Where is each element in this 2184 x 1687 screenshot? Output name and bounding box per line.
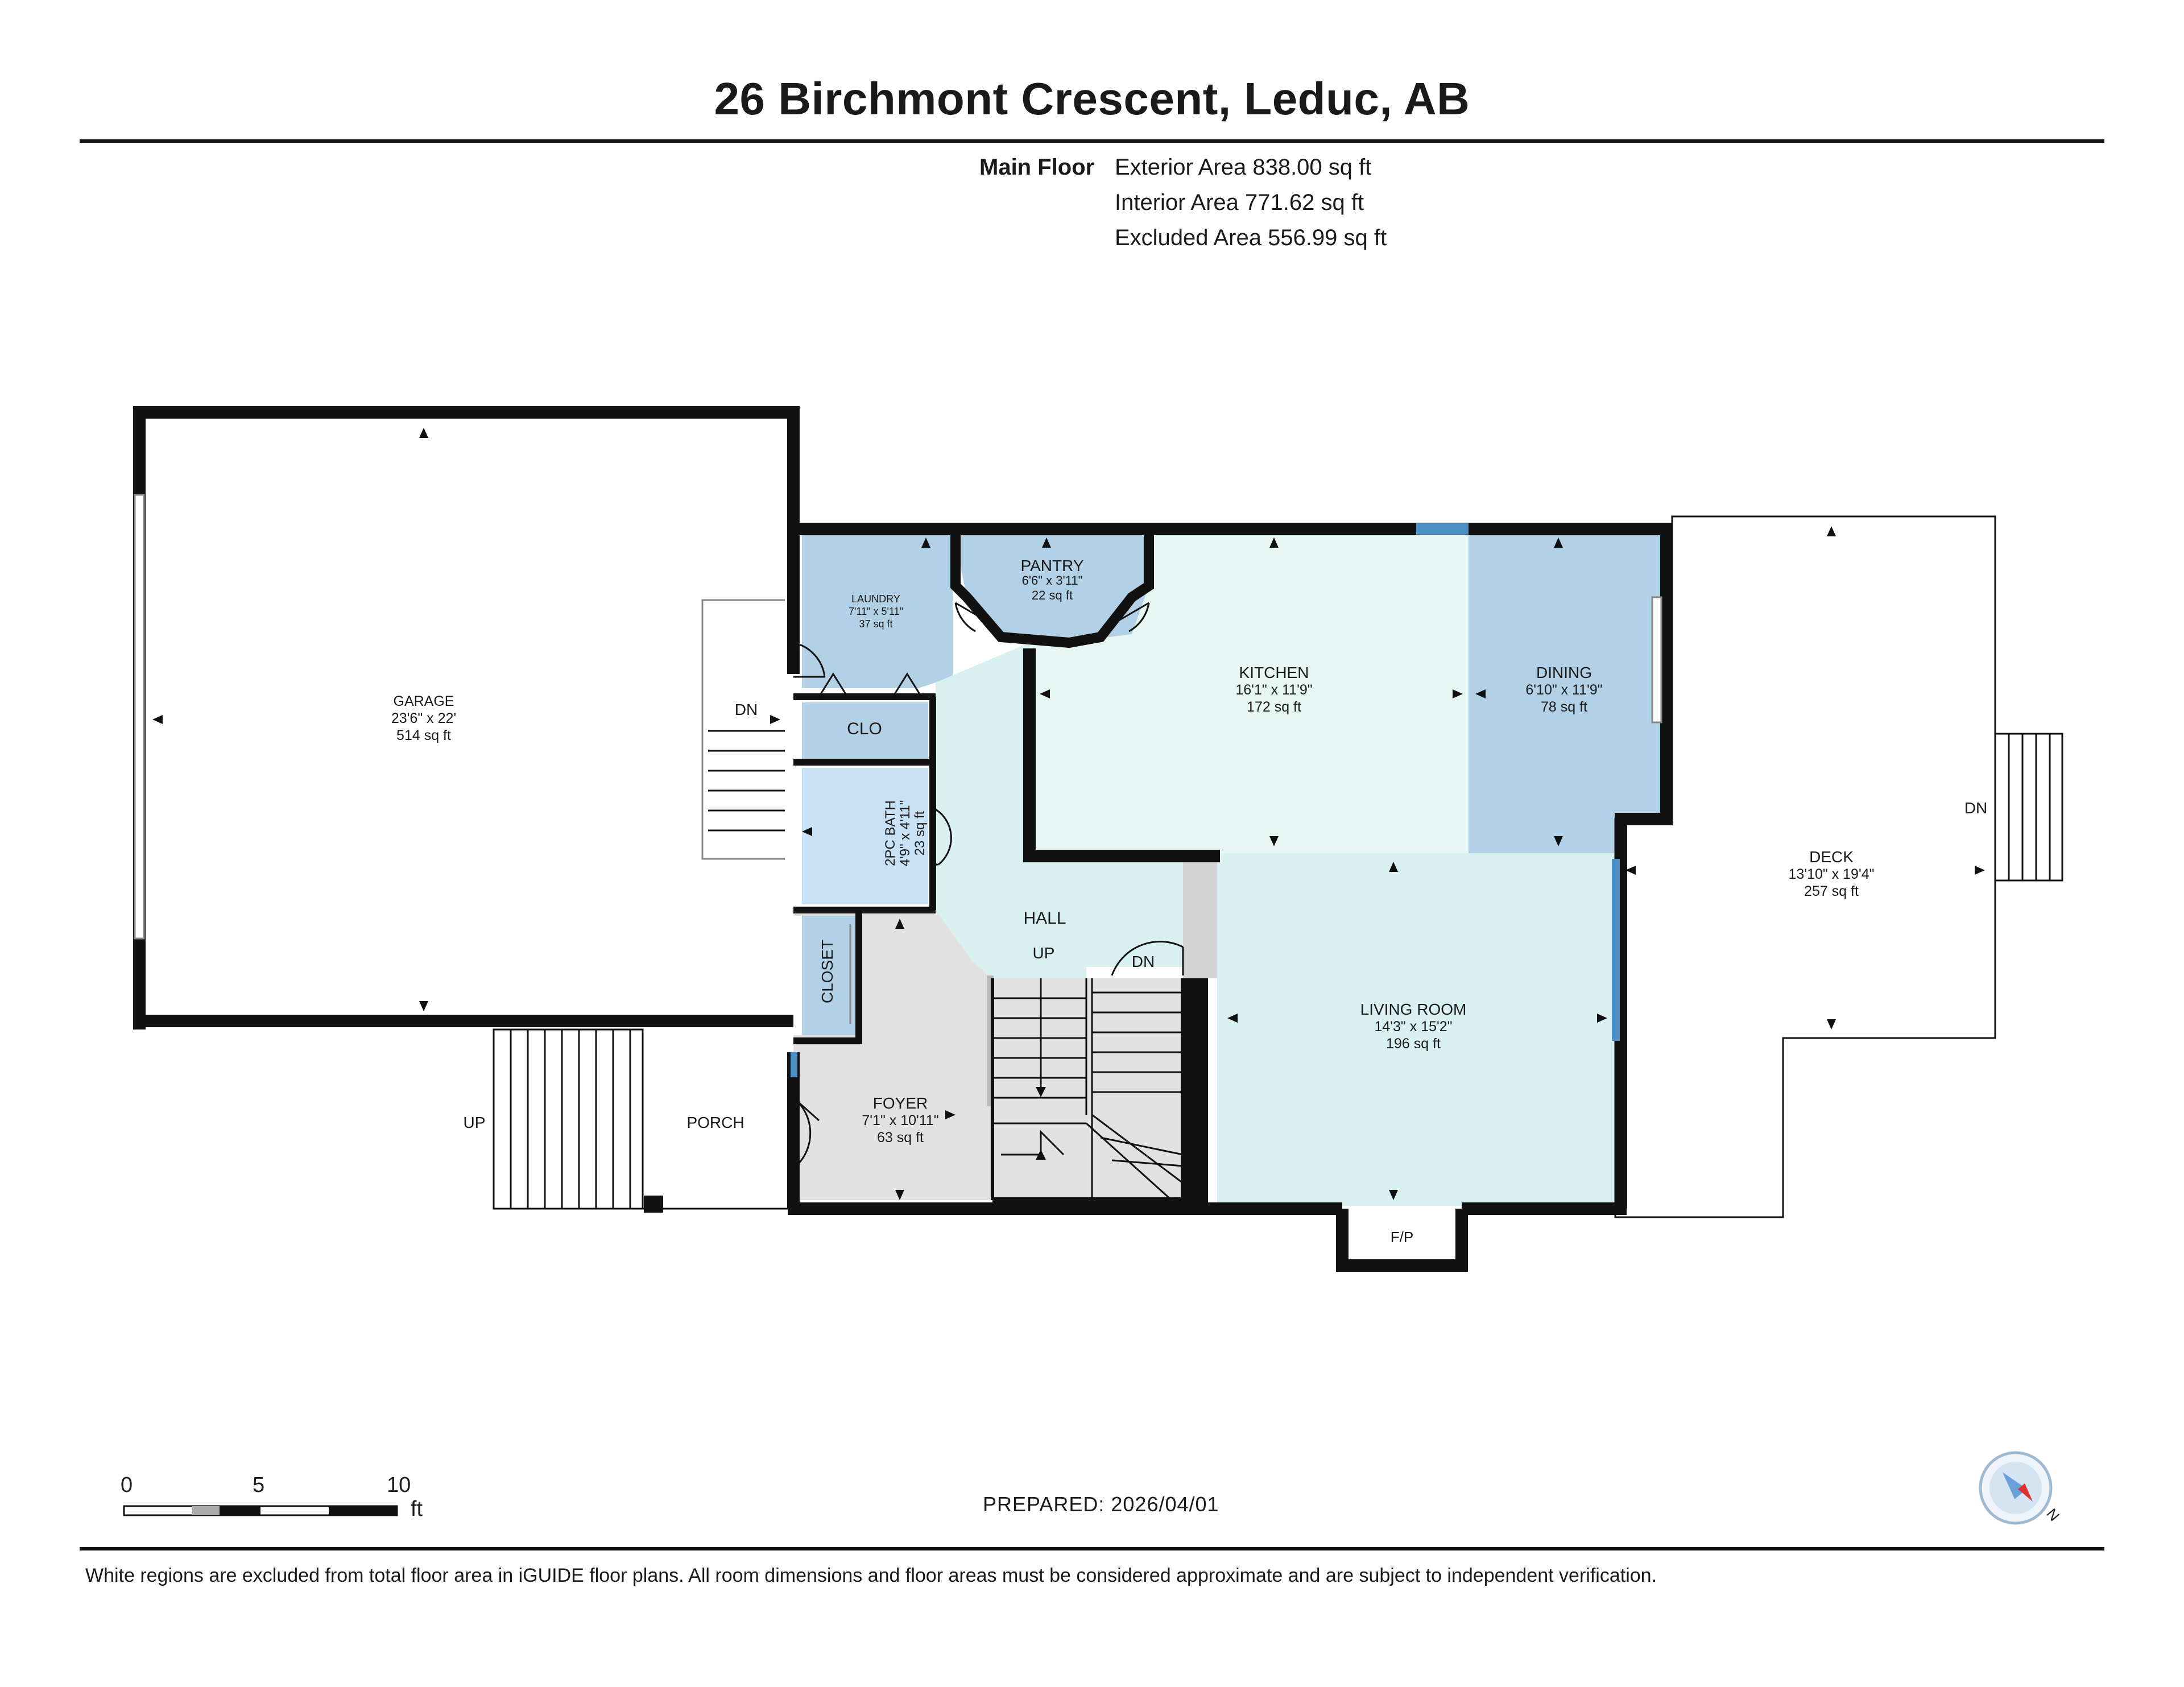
kitchen-dims: 16'1" x 11'9" [1235, 682, 1313, 698]
porch-post [644, 1196, 663, 1213]
excluded-area: Excluded Area 556.99 sq ft [1115, 225, 1387, 250]
bath-name: 2PC BATH [883, 800, 898, 866]
foyer-floor [793, 910, 992, 1200]
foyer-area: 63 sq ft [876, 1130, 924, 1146]
front-steps-up-label: UP [463, 1114, 486, 1131]
deck-name: DECK [1809, 848, 1854, 866]
closet-label: CLOSET [818, 939, 836, 1004]
scale-0: 0 [121, 1473, 133, 1497]
living-dims: 14'3" x 15'2" [1374, 1019, 1453, 1035]
fireplace-label: F/P [1390, 1229, 1414, 1246]
title-divider [80, 139, 2104, 143]
closet-floor [802, 916, 859, 1035]
pantry-area: 22 sq ft [1031, 588, 1073, 602]
deck-dims: 13'10" x 19'4" [1788, 866, 1875, 882]
garage-steps-dn-label: DN [734, 701, 758, 718]
dining-label: DINING 6'10" x 11'9" 78 sq ft [1525, 664, 1602, 716]
plan-title: 26 Birchmont Crescent, Leduc, AB [714, 73, 1470, 124]
prepared-date: PREPARED: 2026/04/01 [983, 1492, 1219, 1516]
living-label: LIVING ROOM 14'3" x 15'2" 196 sq ft [1360, 1001, 1467, 1052]
deck-area: 257 sq ft [1804, 883, 1859, 899]
scale-bar [123, 1505, 398, 1516]
stairs-dn-label: DN [1131, 953, 1155, 970]
clo-floor [802, 702, 928, 759]
garage-label: GARAGE 23'6" x 22' 514 sq ft [391, 693, 456, 744]
foyer-dims: 7'1" x 10'11" [862, 1113, 939, 1128]
bath-floor [802, 768, 928, 904]
hall-nook [1183, 859, 1217, 978]
bath-label: 2PC BATH 4'9" x 4'11" 23 sq ft [883, 800, 928, 867]
floor-label: Main Floor [979, 155, 1095, 180]
front-steps [493, 1028, 644, 1210]
garage-dims: 23'6" x 22' [391, 710, 457, 726]
laundry-area: 37 sq ft [859, 618, 893, 630]
kitchen-label: KITCHEN 16'1" x 11'9" 172 sq ft [1235, 664, 1312, 716]
disclaimer: White regions are excluded from total fl… [85, 1565, 1657, 1586]
scale-10: 10 [387, 1473, 411, 1497]
deck-stairs [1994, 733, 2063, 882]
pantry-name: PANTRY [1020, 557, 1084, 574]
stairs-up-label: UP [1032, 944, 1055, 962]
clo-label: CLO [847, 720, 882, 738]
hall-floor [936, 643, 1217, 978]
porch-label: PORCH [686, 1114, 744, 1131]
bath-area: 23 sq ft [912, 811, 928, 856]
interior-area: Interior Area 771.62 sq ft [1115, 190, 1364, 215]
foyer-label: FOYER 7'1" x 10'11" 63 sq ft [862, 1095, 938, 1146]
kitchen-area: 172 sq ft [1247, 699, 1301, 715]
windows [134, 494, 1662, 1077]
scale-unit: ft [411, 1497, 423, 1521]
deck-stairs-dn-label: DN [1964, 799, 1988, 817]
dining-floor [1469, 529, 1661, 853]
bath-dims: 4'9" x 4'11" [897, 800, 913, 867]
laundry-name: LAUNDRY [851, 593, 900, 605]
footer-divider [80, 1547, 2104, 1550]
pantry-floor [953, 529, 1149, 643]
pantry-dims: 6'6" x 3'11" [1021, 573, 1083, 588]
living-name: LIVING ROOM [1360, 1000, 1467, 1018]
scale-5: 5 [253, 1473, 265, 1497]
walls [133, 406, 1673, 1272]
laundry-label: LAUNDRY 7'11" x 5'11" 37 sq ft [849, 593, 903, 630]
dimension-arrows [152, 428, 1985, 1200]
dining-area: 78 sq ft [1540, 699, 1587, 715]
dining-dims: 6'10" x 11'9" [1525, 682, 1603, 698]
garage-area: 514 sq ft [396, 727, 451, 743]
hall-label: HALL [1023, 909, 1066, 928]
compass-icon [1979, 1451, 2053, 1525]
living-area: 196 sq ft [1386, 1036, 1441, 1052]
garage-floor [145, 418, 788, 1010]
kitchen-name: KITCHEN [1239, 664, 1309, 681]
pantry-label: PANTRY 6'6" x 3'11" 22 sq ft [1020, 557, 1084, 603]
doors [793, 602, 1184, 1167]
deck-label: DECK 13'10" x 19'4" 257 sq ft [1788, 849, 1874, 900]
exterior-area: Exterior Area 838.00 sq ft [1115, 155, 1372, 180]
laundry-dims: 7'11" x 5'11" [848, 606, 904, 617]
foyer-name: FOYER [872, 1094, 928, 1112]
garage-steps [701, 599, 785, 860]
kitchen-floor [1029, 529, 1469, 862]
dining-name: DINING [1536, 664, 1592, 681]
garage-name: GARAGE [393, 693, 454, 709]
laundry-floor [802, 529, 953, 688]
living-floor [1217, 853, 1615, 1206]
